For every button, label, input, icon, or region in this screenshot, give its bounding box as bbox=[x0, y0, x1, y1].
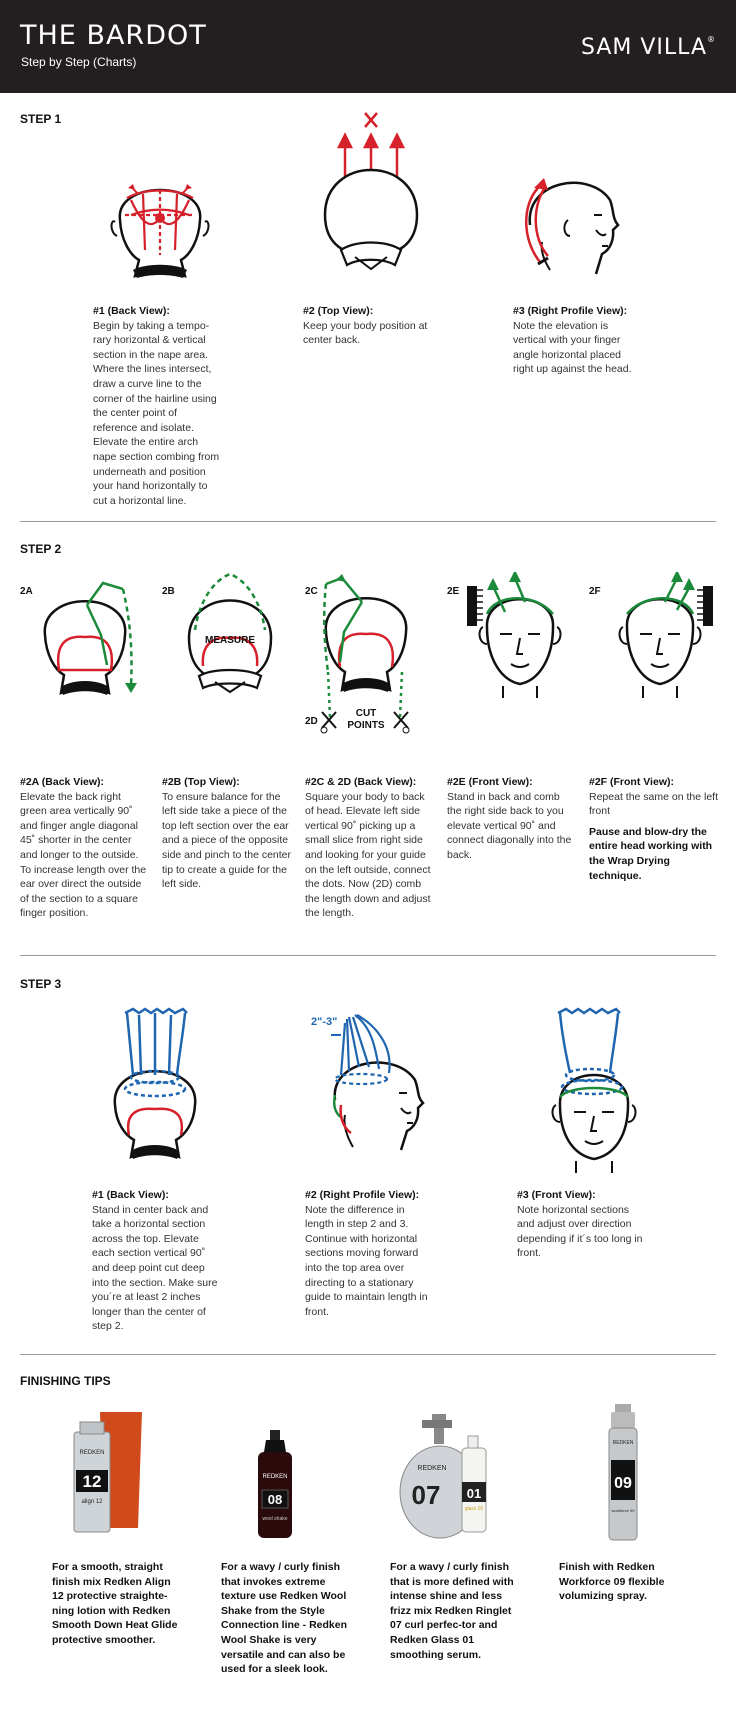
page-title: THE BARDOT bbox=[20, 20, 207, 51]
product-caption-1: For a smooth, straight finish mix Redken… bbox=[52, 1561, 178, 1646]
label-2b: 2B bbox=[162, 586, 175, 597]
step2a-back-view-illustration bbox=[43, 581, 137, 695]
caption-text: Stand in back and comb the right side ba… bbox=[447, 790, 572, 861]
product-label: glass 01 bbox=[465, 1506, 484, 1512]
step3-caption-1: #1 (Back View): Stand in center back and… bbox=[92, 1188, 222, 1334]
finishing-title: FINISHING TIPS bbox=[20, 1374, 111, 1388]
caption-heading: #2F (Front View): bbox=[589, 776, 674, 788]
label-2f: 2F bbox=[589, 586, 601, 597]
step2c-2d-back-view-illustration: CUT POINTS bbox=[320, 574, 410, 734]
caption-heading: #2C & 2D (Back View): bbox=[305, 776, 417, 788]
step1-caption-2: #2 (Top View): Keep your body position a… bbox=[303, 304, 443, 348]
step1-caption-1: #1 (Back View): Begin by taking a tempo-… bbox=[93, 304, 223, 508]
section-divider bbox=[20, 1354, 716, 1355]
caption-text: Repeat the same on the left front bbox=[589, 790, 718, 818]
caption-heading: #1 (Back View): bbox=[93, 305, 170, 317]
label-2d: 2D bbox=[305, 716, 318, 727]
step2-caption-2f: #2F (Front View): Repeat the same on the… bbox=[589, 775, 719, 883]
page-header: THE BARDOT Step by Step (Charts) SAM VIL… bbox=[0, 0, 736, 93]
product-workforce-image: REDKEN 09 workforce 09 bbox=[608, 1404, 638, 1541]
cut-label: CUT bbox=[356, 708, 377, 719]
product-ringlet-glass-image: REDKEN 07 01 glass 01 bbox=[399, 1414, 487, 1539]
label-2e: 2E bbox=[447, 586, 460, 597]
step1-top-view-illustration bbox=[323, 112, 419, 271]
product-wool-shake-image: REDKEN 08 wool shake bbox=[258, 1430, 292, 1538]
step3-front-view-illustration bbox=[551, 1007, 637, 1173]
step1-title: STEP 1 bbox=[20, 112, 62, 126]
product-align12-image: REDKEN 12 align 12 bbox=[73, 1412, 142, 1533]
step2-caption-2a: #2A (Back View): Elevate the back right … bbox=[20, 775, 150, 921]
caption-text: To ensure balance for the left side take… bbox=[162, 790, 292, 891]
measure-label: MEASURE bbox=[205, 635, 255, 646]
step3-title: STEP 3 bbox=[20, 977, 62, 991]
step2-caption-2b: #2B (Top View): To ensure balance for th… bbox=[162, 775, 292, 892]
caption-text: Note the difference in length in step 2 … bbox=[305, 1203, 428, 1318]
caption-heading: #2 (Top View): bbox=[303, 305, 374, 317]
step3-caption-3: #3 (Front View): Note horizontal section… bbox=[517, 1188, 647, 1261]
step2b-top-view-illustration: MEASURE bbox=[187, 572, 273, 694]
caption-text: Square your body to back of head. Elevat… bbox=[305, 790, 431, 920]
step2-caption-2e: #2E (Front View): Stand in back and comb… bbox=[447, 775, 577, 863]
step3-back-view-illustration bbox=[113, 1007, 197, 1159]
product-label: wool shake bbox=[262, 1516, 287, 1522]
brand-name: SAM VILLA bbox=[580, 35, 707, 60]
label-2c: 2C bbox=[305, 586, 318, 597]
caption-heading: #1 (Back View): bbox=[92, 1189, 169, 1201]
page-subtitle: Step by Step (Charts) bbox=[21, 55, 137, 69]
product-brand: REDKEN bbox=[613, 1440, 634, 1446]
product-label: align 12 bbox=[81, 1499, 103, 1505]
caption-heading: #2A (Back View): bbox=[20, 776, 105, 788]
step2f-front-view-illustration bbox=[618, 572, 713, 698]
caption-heading: #3 (Front View): bbox=[517, 1189, 596, 1201]
caption-text: Begin by taking a tempo-rary horizontal … bbox=[93, 319, 220, 507]
product-number: 07 bbox=[412, 1480, 441, 1510]
step1-back-view-illustration bbox=[110, 184, 210, 278]
caption-text: Elevate the back right green area vertic… bbox=[20, 790, 147, 920]
product-brand: REDKEN bbox=[262, 1474, 287, 1480]
product-brand: REDKEN bbox=[79, 1450, 104, 1456]
caption-text: Note the elevation is vertical with your… bbox=[513, 319, 632, 376]
trademark-mark: ® bbox=[707, 35, 716, 44]
product-caption-3: For a wavy / curly finish that is more d… bbox=[390, 1561, 514, 1661]
caption-text: Stand in center back and take a horizont… bbox=[92, 1203, 218, 1333]
product-number: 08 bbox=[268, 1492, 282, 1507]
caption-heading: #2B (Top View): bbox=[162, 776, 240, 788]
product-number: 09 bbox=[614, 1475, 632, 1492]
product-caption-2: For a wavy / curly finish that invokes e… bbox=[221, 1561, 348, 1676]
caption-heading: #2 (Right Profile View): bbox=[305, 1189, 420, 1201]
caption-text: Note horizontal sections and adjust over… bbox=[517, 1203, 643, 1260]
step3-caption-2: #2 (Right Profile View): Note the differ… bbox=[305, 1188, 435, 1319]
points-label: POINTS bbox=[347, 720, 385, 731]
step1-caption-3: #3 (Right Profile View): Note the elevat… bbox=[513, 304, 643, 377]
product-brand: REDKEN bbox=[417, 1465, 446, 1472]
caption-heading: #2E (Front View): bbox=[447, 776, 533, 788]
label-2a: 2A bbox=[20, 586, 33, 597]
step2-title: STEP 2 bbox=[20, 542, 62, 556]
caption-bold-note: Pause and blow-dry the entire head worki… bbox=[589, 825, 713, 882]
section-divider bbox=[20, 521, 716, 522]
measure-2-3-label: 2"-3" bbox=[311, 1016, 337, 1028]
section-divider bbox=[20, 955, 716, 956]
step1-right-profile-illustration bbox=[525, 178, 620, 275]
step3-right-profile-illustration: 2"-3" bbox=[311, 1014, 425, 1151]
product-caption-4: Finish with Redken Workforce 09 flexible… bbox=[559, 1561, 665, 1603]
step2-caption-2c: #2C & 2D (Back View): Square your body t… bbox=[305, 775, 435, 921]
caption-text: Keep your body position at center back. bbox=[303, 319, 428, 347]
step2e-front-view-illustration bbox=[467, 572, 562, 698]
product-number-2: 01 bbox=[467, 1486, 481, 1501]
product-number: 12 bbox=[83, 1472, 102, 1491]
brand-logo: SAM VILLA® bbox=[581, 35, 716, 60]
caption-heading: #3 (Right Profile View): bbox=[513, 305, 628, 317]
product-label: workforce 09 bbox=[612, 1508, 636, 1513]
